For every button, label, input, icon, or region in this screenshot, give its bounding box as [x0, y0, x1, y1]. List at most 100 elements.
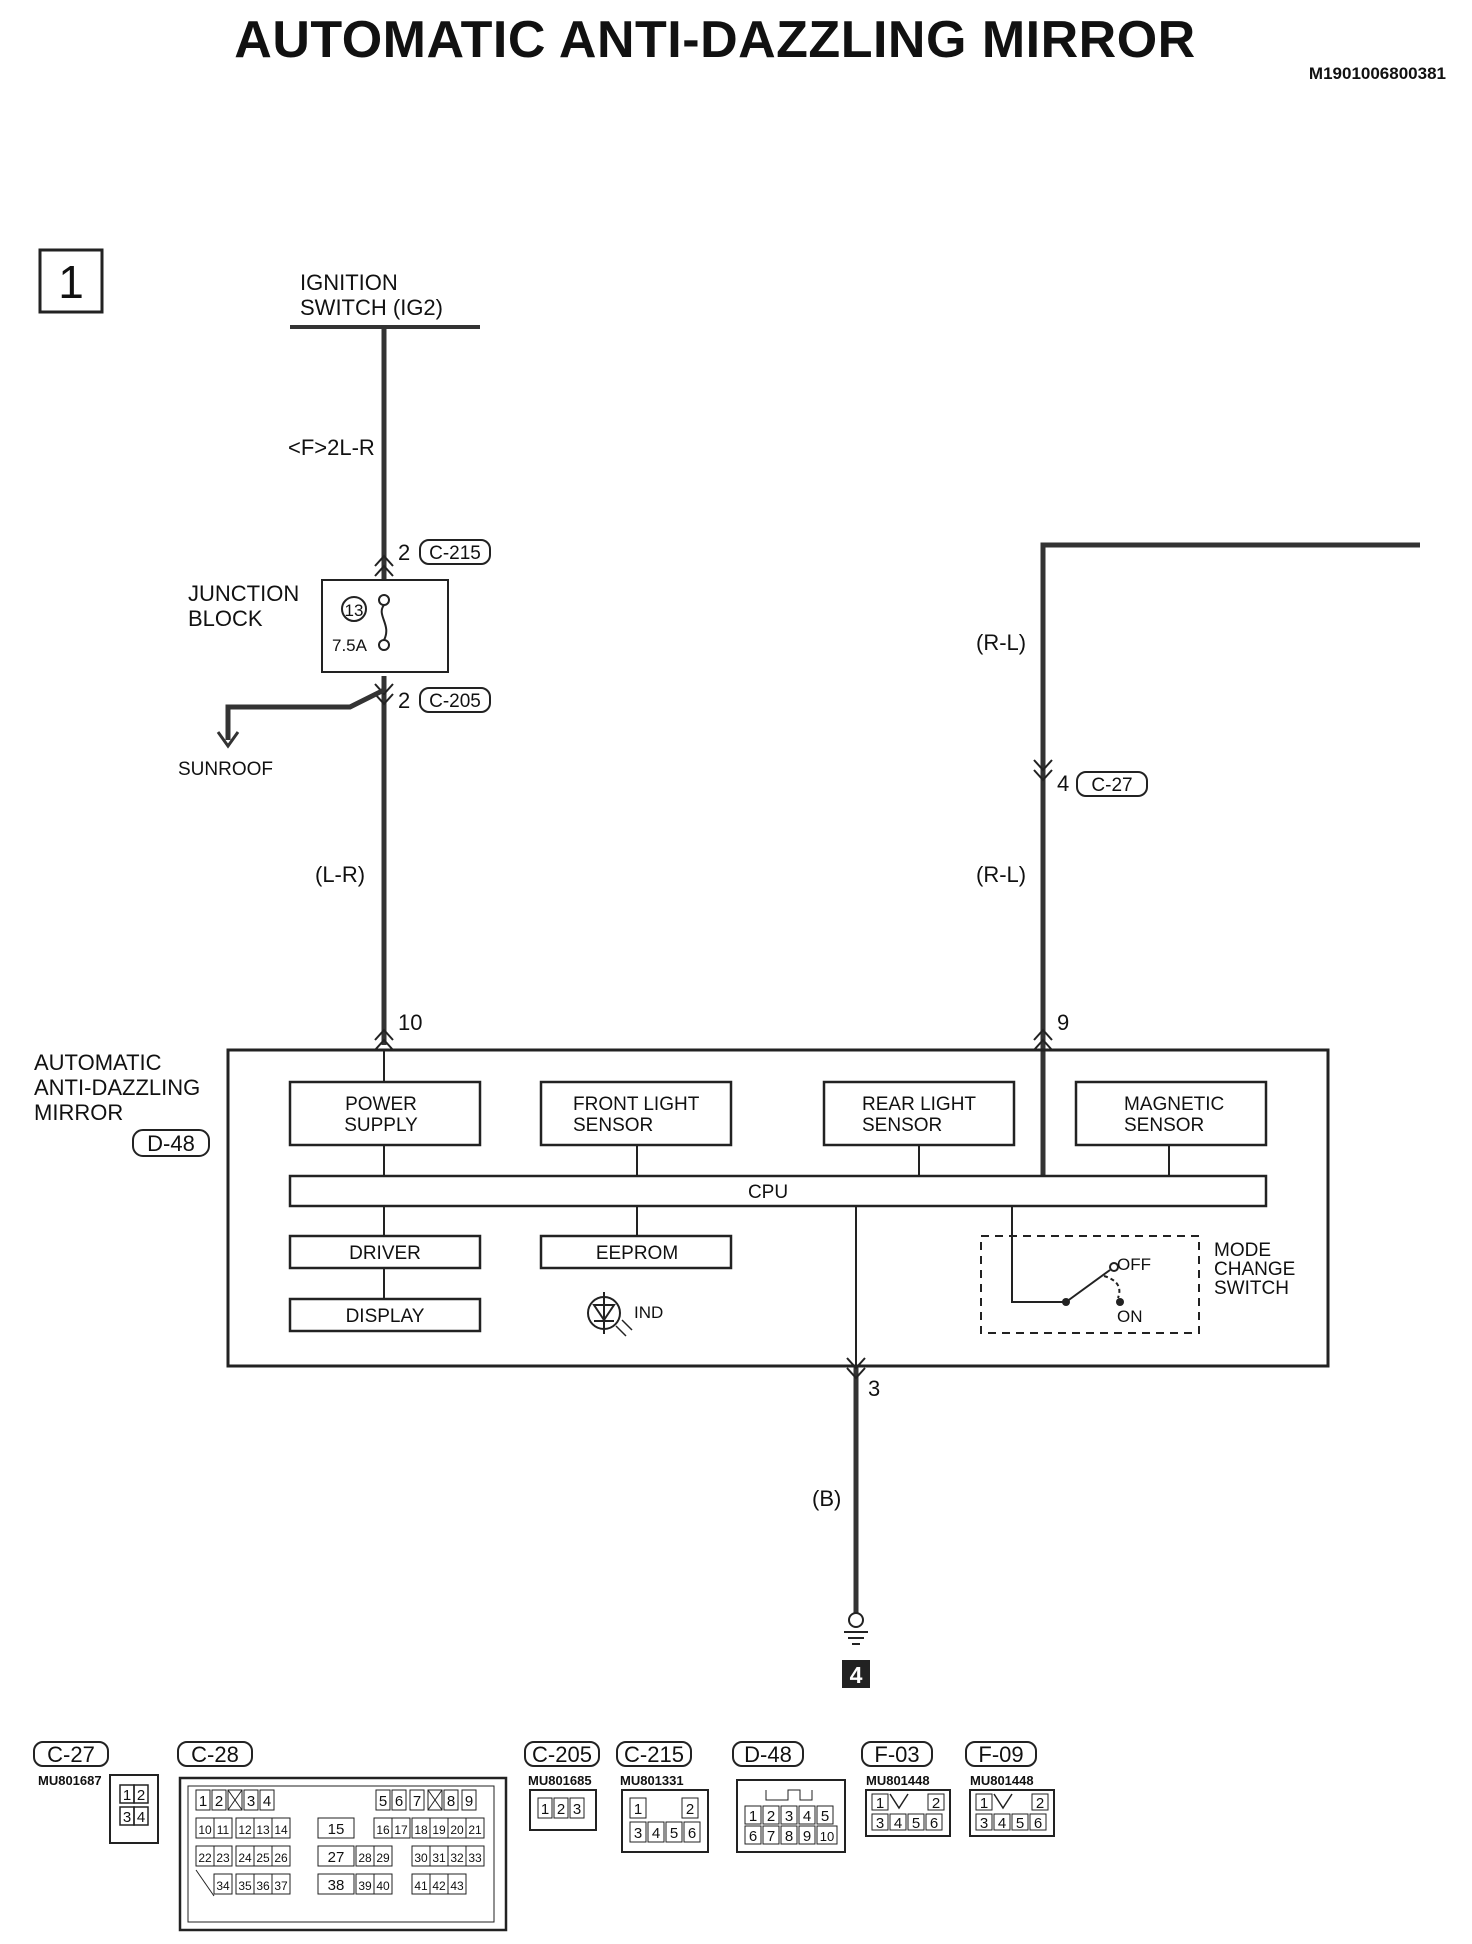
wire-color-right-top: (R-L) — [976, 630, 1026, 655]
svg-text:4: 4 — [998, 1815, 1006, 1832]
svg-text:15: 15 — [328, 1821, 345, 1838]
svg-text:C-215: C-215 — [429, 543, 481, 564]
svg-text:F-09: F-09 — [978, 1742, 1023, 1767]
wire-color-top: <F>2L-R — [288, 435, 375, 460]
svg-text:8: 8 — [447, 1793, 455, 1810]
svg-text:4: 4 — [652, 1825, 660, 1842]
svg-text:D-48: D-48 — [147, 1131, 195, 1156]
display-block: DISPLAY — [288, 1297, 482, 1333]
svg-text:4: 4 — [137, 1809, 145, 1826]
eeprom-block: EEPROM — [539, 1234, 733, 1270]
svg-text:32: 32 — [450, 1851, 464, 1865]
svg-text:REAR LIGHT: REAR LIGHT — [862, 1094, 976, 1115]
svg-text:1: 1 — [634, 1801, 642, 1818]
svg-text:17: 17 — [394, 1823, 408, 1837]
svg-text:29: 29 — [376, 1851, 390, 1865]
svg-text:38: 38 — [328, 1877, 345, 1894]
svg-text:40: 40 — [376, 1879, 390, 1893]
svg-text:1: 1 — [749, 1808, 757, 1825]
svg-text:SUNROOF: SUNROOF — [178, 759, 273, 780]
svg-text:41: 41 — [414, 1879, 428, 1893]
svg-text:JUNCTION: JUNCTION — [188, 581, 299, 606]
svg-text:2: 2 — [932, 1795, 940, 1812]
svg-text:16: 16 — [376, 1823, 390, 1837]
cpu-block: CPU — [288, 1174, 1268, 1208]
svg-text:C-205: C-205 — [532, 1742, 592, 1767]
svg-text:DISPLAY: DISPLAY — [346, 1306, 425, 1327]
svg-text:8: 8 — [785, 1828, 793, 1845]
svg-text:IGNITION: IGNITION — [300, 270, 398, 295]
left-power-wire: <F>2L-R (L-R) — [288, 327, 387, 1045]
svg-text:33: 33 — [468, 1851, 482, 1865]
connector-view-f03: F-03 MU801448 1 2 3 4 5 6 — [861, 1741, 951, 1837]
junction-block: JUNCTION BLOCK 13 7.5A — [188, 579, 449, 673]
svg-text:37: 37 — [274, 1879, 288, 1893]
wire-color-ground: (B) — [812, 1486, 841, 1511]
svg-text:2: 2 — [686, 1801, 694, 1818]
svg-text:9: 9 — [803, 1828, 811, 1845]
svg-text:ANTI-DAZZLING: ANTI-DAZZLING — [34, 1075, 200, 1100]
svg-text:3: 3 — [123, 1809, 131, 1826]
svg-text:1: 1 — [199, 1793, 207, 1810]
svg-text:DRIVER: DRIVER — [349, 1243, 421, 1264]
svg-text:7: 7 — [413, 1793, 421, 1810]
svg-text:2: 2 — [398, 688, 410, 713]
connector-view-c27: C-27 MU801687 1 2 3 4 — [33, 1741, 159, 1844]
svg-text:22: 22 — [198, 1851, 212, 1865]
svg-text:5: 5 — [912, 1815, 920, 1832]
svg-text:FRONT LIGHT: FRONT LIGHT — [573, 1094, 700, 1115]
mirror-input-pins: 10 9 — [374, 1010, 1069, 1051]
document-id: M1901006800381 — [1308, 64, 1446, 83]
svg-text:6: 6 — [688, 1825, 696, 1842]
svg-text:4: 4 — [803, 1808, 811, 1825]
svg-text:MU801448: MU801448 — [970, 1773, 1034, 1788]
svg-text:18: 18 — [414, 1823, 428, 1837]
svg-text:27: 27 — [328, 1849, 345, 1866]
svg-text:31: 31 — [432, 1851, 446, 1865]
svg-text:6: 6 — [930, 1815, 938, 1832]
page-title: AUTOMATIC ANTI-DAZZLING MIRROR — [234, 11, 1196, 69]
svg-text:26: 26 — [274, 1851, 288, 1865]
svg-text:CPU: CPU — [748, 1182, 788, 1203]
svg-text:5: 5 — [1016, 1815, 1024, 1832]
svg-text:36: 36 — [256, 1879, 270, 1893]
right-signal-wire: (R-L) (R-L) 4 C-27 — [976, 542, 1420, 1175]
svg-text:MODE: MODE — [1214, 1240, 1271, 1261]
svg-text:11: 11 — [217, 1823, 230, 1837]
svg-text:35: 35 — [238, 1879, 252, 1893]
svg-text:3: 3 — [785, 1808, 793, 1825]
ground-wire: 3 (B) 4 — [812, 1357, 880, 1688]
svg-text:2: 2 — [767, 1808, 775, 1825]
svg-text:14: 14 — [274, 1823, 288, 1837]
svg-text:EEPROM: EEPROM — [596, 1243, 678, 1264]
svg-text:7: 7 — [767, 1828, 775, 1845]
svg-text:1: 1 — [980, 1795, 988, 1812]
svg-text:9: 9 — [465, 1793, 473, 1810]
svg-text:F-03: F-03 — [874, 1742, 919, 1767]
svg-text:C-205: C-205 — [429, 691, 481, 712]
connector-view-c205: C-205 MU801685 1 2 3 — [524, 1741, 600, 1831]
internal-wiring — [383, 1050, 1170, 1366]
svg-text:2: 2 — [398, 540, 410, 565]
connector-view-f09: F-09 MU801448 1 2 3 4 5 6 — [965, 1741, 1055, 1837]
svg-text:MU801331: MU801331 — [620, 1773, 684, 1788]
svg-text:6: 6 — [395, 1793, 403, 1810]
svg-text:POWER: POWER — [345, 1094, 417, 1115]
svg-text:D-48: D-48 — [744, 1742, 792, 1767]
svg-text:1: 1 — [541, 1801, 549, 1818]
svg-text:C-27: C-27 — [47, 1742, 95, 1767]
svg-text:6: 6 — [749, 1828, 757, 1845]
svg-text:3: 3 — [573, 1801, 581, 1818]
svg-text:34: 34 — [216, 1879, 230, 1893]
svg-text:2: 2 — [557, 1801, 565, 1818]
svg-text:7.5A: 7.5A — [332, 636, 368, 655]
svg-text:4: 4 — [263, 1793, 271, 1810]
svg-text:3: 3 — [980, 1815, 988, 1832]
ignition-switch: IGNITION SWITCH (IG2) — [290, 270, 480, 329]
power-supply-block: POWER SUPPLY — [288, 1080, 482, 1147]
svg-text:24: 24 — [238, 1851, 252, 1865]
mirror-label: AUTOMATIC ANTI-DAZZLING MIRROR D-48 — [34, 1050, 210, 1157]
svg-text:SWITCH: SWITCH — [1214, 1278, 1289, 1299]
svg-text:AUTOMATIC: AUTOMATIC — [34, 1050, 162, 1075]
svg-text:SENSOR: SENSOR — [862, 1115, 942, 1136]
